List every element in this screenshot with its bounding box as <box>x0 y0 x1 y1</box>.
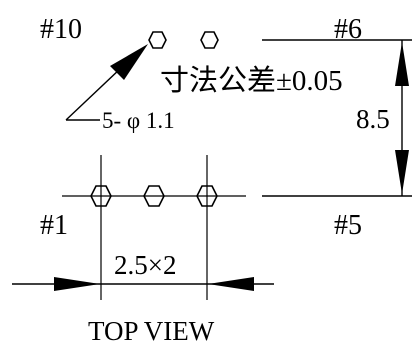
pin-label-1: #1 <box>40 210 68 241</box>
view-title: TOP VIEW <box>88 316 215 346</box>
pin-label-6: #6 <box>334 14 362 45</box>
dimension-arrowhead <box>395 150 409 194</box>
leader-arrowhead <box>110 44 148 80</box>
pin-label-10: #10 <box>40 14 82 45</box>
pitch-dimension: 2.5×2 <box>114 250 176 280</box>
pad-hexagon <box>200 31 219 49</box>
dimension-arrowhead <box>54 277 100 291</box>
tolerance-note: 寸法公差±0.05 <box>160 64 343 97</box>
hole-callout: 5- φ 1.1 <box>102 108 175 133</box>
pin-label-5: #5 <box>334 210 362 241</box>
dimension-arrowhead <box>395 42 409 86</box>
pad-hexagon <box>148 31 167 49</box>
pad-hexagon <box>90 185 112 207</box>
dimension-arrowhead <box>208 277 254 291</box>
pad-hexagon <box>143 185 165 207</box>
pad-hexagon <box>196 185 218 207</box>
height-dimension: 8.5 <box>356 104 390 134</box>
